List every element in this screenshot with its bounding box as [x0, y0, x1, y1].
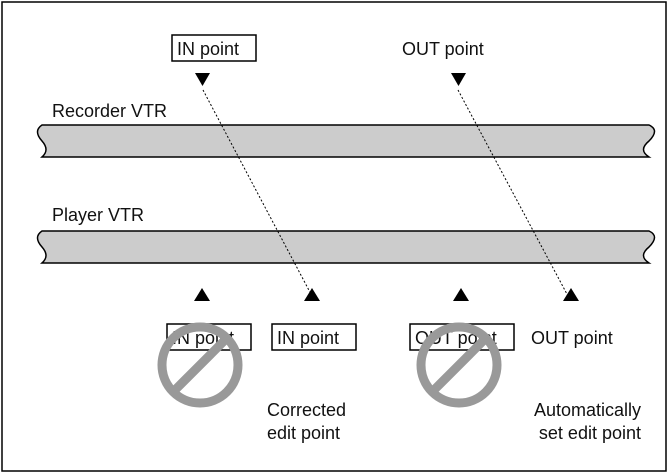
rejected-in-prohibition-icon	[157, 322, 243, 408]
recorder-out-marker	[451, 73, 466, 86]
recorder-tape	[36, 124, 656, 158]
player-corrected-in-marker	[304, 288, 320, 301]
auto-caption-line1: Automatically	[534, 400, 641, 420]
player-tape	[36, 230, 656, 264]
top-out-point-label: OUT point	[402, 39, 484, 59]
player-rejected-in-marker	[194, 288, 210, 301]
recorder-in-marker	[195, 73, 210, 86]
recorder-vtr-label: Recorder VTR	[52, 101, 167, 121]
out-point-link-line	[457, 89, 569, 297]
player-auto-out-marker	[563, 288, 579, 301]
player-rejected-out-marker	[453, 288, 469, 301]
corrected-caption-line2: edit point	[267, 423, 340, 443]
top-in-point-label: IN point	[177, 39, 239, 59]
auto-caption-line2: set edit point	[539, 423, 641, 443]
top-in-point-box	[171, 34, 257, 62]
corrected-in-point-box	[271, 323, 357, 351]
corrected-in-point-label: IN point	[277, 328, 339, 348]
in-point-link-line	[202, 89, 313, 297]
corrected-caption-line1: Corrected	[267, 400, 346, 420]
rejected-out-prohibition-icon	[416, 322, 502, 408]
player-vtr-label: Player VTR	[52, 205, 144, 225]
auto-out-point-label: OUT point	[531, 328, 613, 348]
